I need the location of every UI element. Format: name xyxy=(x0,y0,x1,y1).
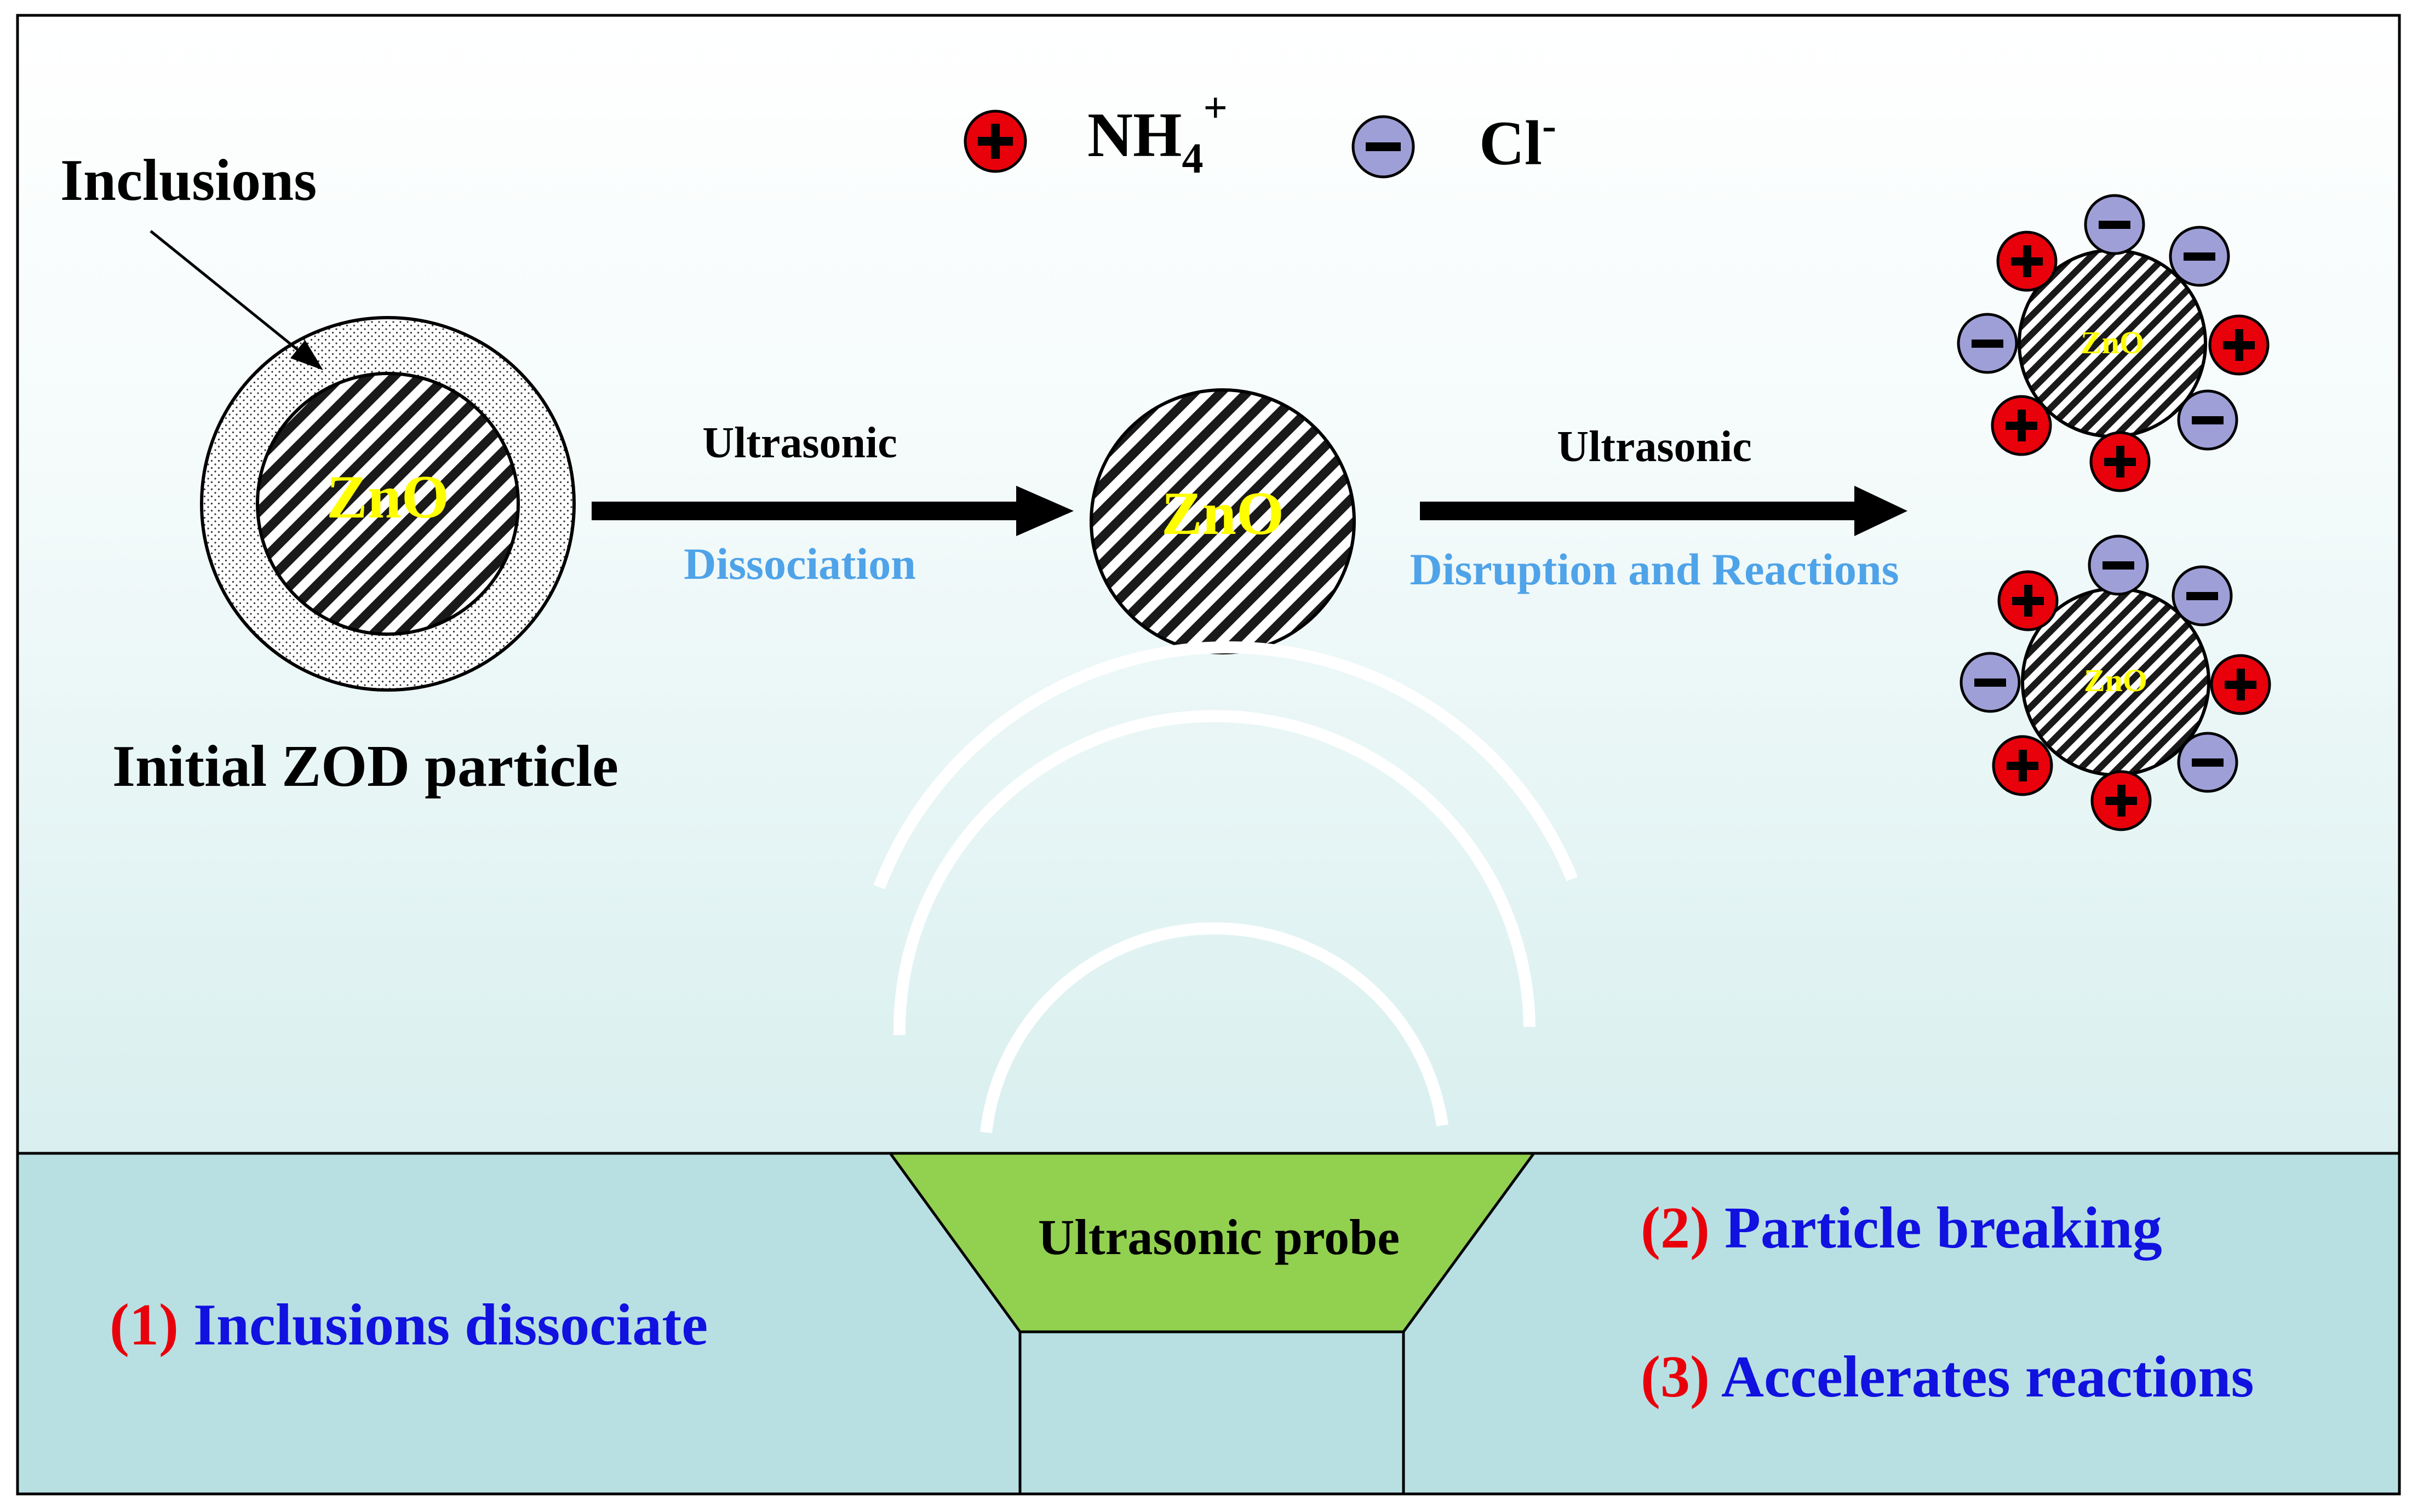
anion-icon xyxy=(1957,313,2018,374)
anion-icon xyxy=(2088,534,2149,596)
anion-icon xyxy=(1960,652,2021,713)
inclusions-pointer-arrow xyxy=(150,230,323,370)
step1-dissociation-label: Dissociation xyxy=(684,539,916,589)
zno-core xyxy=(256,372,520,636)
effect-1: (1) Inclusions dissociate xyxy=(110,1292,708,1358)
cation-icon xyxy=(2089,431,2151,492)
charged-zno-particle-1: ZnO xyxy=(1957,194,2270,492)
cation-icon xyxy=(2208,314,2270,376)
charged-zno-2-label: ZnO xyxy=(2084,663,2147,698)
anion-icon xyxy=(2172,565,2233,626)
legend: NH4+ Cl- xyxy=(964,84,1556,182)
step2-ultrasonic-label: Ultrasonic xyxy=(1557,423,1752,471)
probe-label: Ultrasonic probe xyxy=(1038,1209,1400,1265)
anion-icon xyxy=(2177,732,2238,793)
cation-icon xyxy=(1991,395,2052,456)
initial-zod-particle: ZnO xyxy=(200,316,576,692)
cation-legend-label: NH4+ xyxy=(1087,84,1228,182)
cation-icon xyxy=(1996,231,2058,292)
anion-icon xyxy=(2177,389,2238,451)
ultrasonic-probe: Ultrasonic probe xyxy=(887,1152,1537,1496)
anion-icon xyxy=(2084,194,2145,255)
ultrasound-waves xyxy=(873,641,1578,1134)
wave-arc-inner xyxy=(980,922,1448,1134)
step2-disruption-label: Disruption and Reactions xyxy=(1410,544,1899,594)
anion-legend-label: Cl- xyxy=(1479,101,1556,178)
bare-zno-particle: ZnO xyxy=(1090,388,1356,654)
charged-zno-particle-2: ZnO xyxy=(1960,534,2271,831)
cation-legend-icon xyxy=(964,110,1027,173)
cation-icon xyxy=(1997,570,2059,631)
effect-2-text: Particle breaking xyxy=(1725,1195,2162,1261)
probe-base xyxy=(1018,1330,1405,1496)
zno-core-label: ZnO xyxy=(326,463,449,531)
anion-legend-icon xyxy=(1351,115,1415,179)
anion-icon xyxy=(2169,226,2230,287)
effect-2: (2) Particle breaking xyxy=(1641,1195,2162,1261)
step1-ultrasonic-label: Ultrasonic xyxy=(702,419,897,467)
cation-icon xyxy=(2210,654,2271,715)
effect-3-number: (3) xyxy=(1641,1344,1710,1410)
wave-arc-outer xyxy=(873,641,1578,889)
initial-particle-label: Initial ZOD particle xyxy=(112,734,618,799)
bare-zno-label: ZnO xyxy=(1161,480,1284,548)
effect-3-text: Accelerates reactions xyxy=(1721,1344,2254,1410)
effect-2-number: (2) xyxy=(1641,1195,1710,1261)
effect-1-text: Inclusions dissociate xyxy=(193,1292,708,1358)
disruption-arrow xyxy=(1420,486,1907,536)
inclusions-label: Inclusions xyxy=(60,148,317,213)
effect-3: (3) Accelerates reactions xyxy=(1641,1344,2254,1410)
cation-icon xyxy=(1992,735,2053,796)
effect-1-number: (1) xyxy=(110,1292,179,1358)
cation-icon xyxy=(2090,770,2152,831)
charged-zno-1-label: ZnO xyxy=(2081,325,2144,360)
wave-arc-middle xyxy=(893,710,1536,1036)
dissociation-arrow xyxy=(592,486,1074,536)
